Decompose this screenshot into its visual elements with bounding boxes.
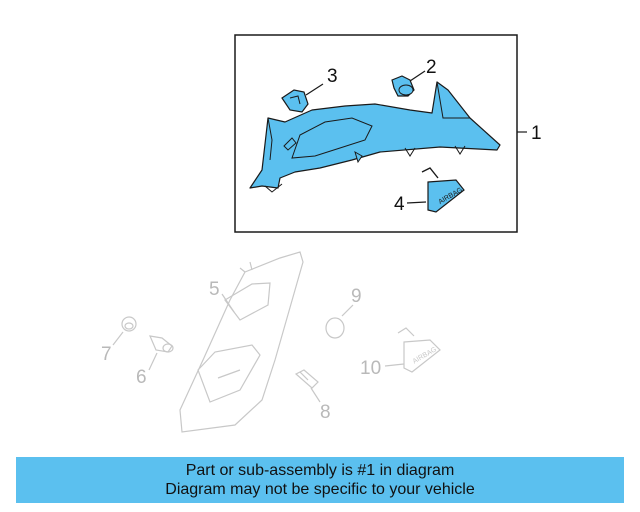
assembly-detail-box <box>234 34 518 233</box>
callout-8: 8 <box>320 402 331 423</box>
callout-7: 7 <box>101 344 112 365</box>
banner-line-1: Part or sub-assembly is #1 in diagram <box>185 462 455 479</box>
callout-10: 10 <box>360 358 381 379</box>
clip-part-2[interactable] <box>391 75 415 97</box>
info-banner: Part or sub-assembly is #1 in diagram Di… <box>16 457 624 503</box>
callout-9: 9 <box>351 286 362 307</box>
airbag-emblem-part-4[interactable]: AIRBAG <box>421 167 465 213</box>
ghost-cap-part-9 <box>325 317 345 339</box>
ghost-bolt-part-8 <box>294 369 319 389</box>
bracket-part-3[interactable] <box>281 89 309 113</box>
callout-2: 2 <box>426 57 437 78</box>
ghost-airbag-emblem-part-10: AIRBAG <box>397 327 441 373</box>
callout-1: 1 <box>531 123 542 144</box>
ghost-fastener-part-7 <box>121 316 137 332</box>
callout-5: 5 <box>209 279 220 300</box>
callout-3: 3 <box>327 66 338 87</box>
banner-line-2: Diagram may not be specific to your vehi… <box>165 481 475 498</box>
callout-6: 6 <box>136 367 147 388</box>
callout-4: 4 <box>394 194 405 215</box>
ghost-pillar-part-5 <box>179 251 304 433</box>
ghost-screw-part-6 <box>149 335 174 353</box>
trim-panel-part-1[interactable] <box>249 81 501 193</box>
